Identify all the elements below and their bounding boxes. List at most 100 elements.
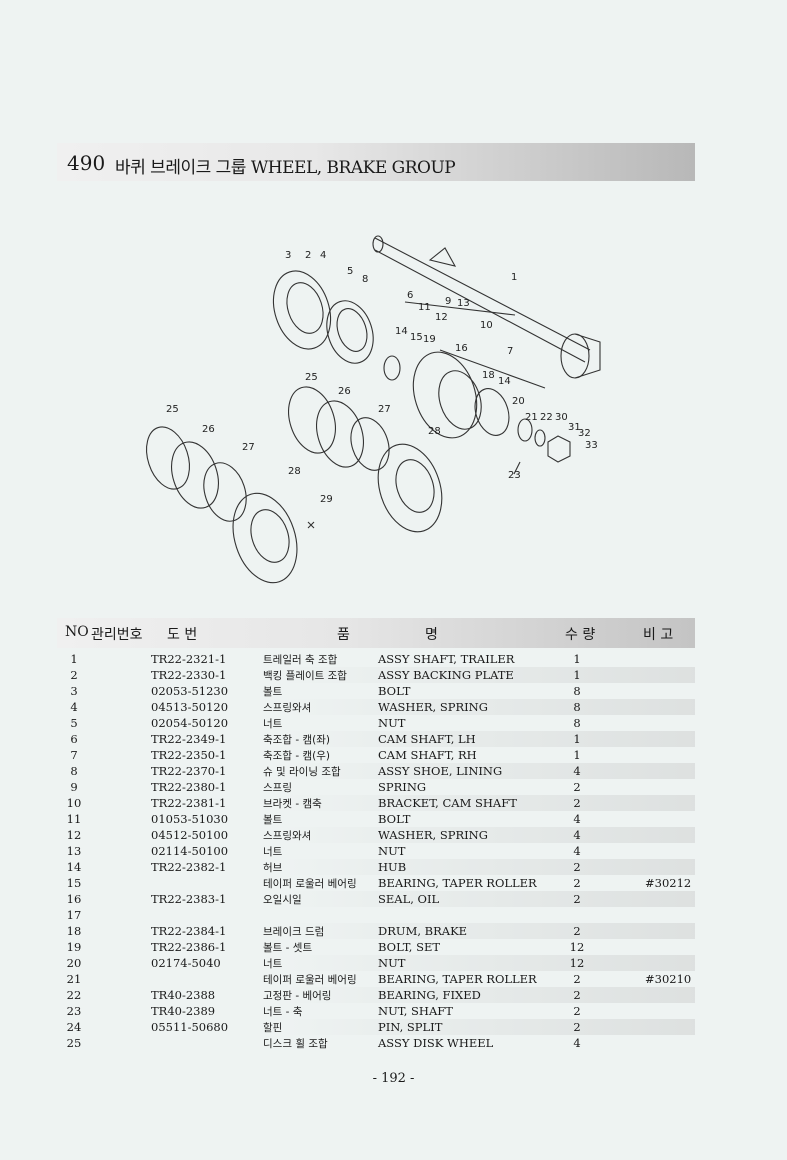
callout-27-rear: 27 bbox=[378, 404, 391, 415]
cell-no: 13 bbox=[66, 844, 82, 858]
cell-code: TR22-2381-1 bbox=[151, 796, 227, 810]
cell-kr: 너트 bbox=[263, 718, 283, 730]
callout-21: 20 bbox=[512, 396, 525, 407]
cell-no: 5 bbox=[70, 716, 78, 730]
cell-no: 6 bbox=[70, 732, 78, 746]
header-no: NO bbox=[65, 624, 89, 640]
cell-code: 04512-50100 bbox=[151, 828, 229, 842]
callout-12: 12 bbox=[435, 312, 448, 323]
callout-10: 10 bbox=[480, 320, 493, 331]
cell-code: 04513-50120 bbox=[151, 700, 229, 714]
cell-no: 22 bbox=[66, 988, 82, 1002]
cell-kr: 테이퍼 로울러 베어링 bbox=[263, 878, 357, 890]
cell-code: 01053-51030 bbox=[151, 812, 229, 826]
cell-kr: 너트 bbox=[263, 846, 283, 858]
diagram-drawing: 3 2 4 5 8 1 6 11 9 13 12 10 14 15 19 16 … bbox=[146, 235, 601, 584]
cell-en: PIN, SPLIT bbox=[378, 1020, 443, 1034]
cell-en: HUB bbox=[378, 860, 407, 874]
cell-en: NUT bbox=[378, 716, 406, 730]
callout-24: 23 bbox=[508, 470, 521, 481]
callout-6: 6 bbox=[407, 290, 413, 301]
table-row: 17 bbox=[57, 907, 695, 923]
cell-code: TR22-2349-1 bbox=[151, 732, 227, 746]
callout-27-front: 27 bbox=[242, 442, 255, 453]
cell-kr: 오일시일 bbox=[263, 894, 302, 906]
table-row: 6 TR22-2349-1 축조합 - 캠(좌) CAM SHAFT, LH 1 bbox=[57, 731, 695, 747]
cell-qty: 4 bbox=[573, 828, 581, 842]
section-number: 490 bbox=[67, 151, 106, 175]
cell-en: CAM SHAFT, LH bbox=[378, 732, 476, 746]
cell-en: BEARING, TAPER ROLLER bbox=[378, 876, 537, 890]
section-title: 바퀴 브레이크 그룹 WHEEL, BRAKE GROUP bbox=[115, 158, 456, 178]
cell-code: TR40-2389 bbox=[151, 1004, 216, 1018]
header-name-2: 명 bbox=[425, 627, 438, 643]
cell-code: TR22-2382-1 bbox=[151, 860, 227, 874]
callout-1: 1 bbox=[511, 272, 517, 283]
callout-13: 13 bbox=[457, 298, 470, 309]
cell-no: 18 bbox=[66, 924, 82, 938]
cell-en: CAM SHAFT, RH bbox=[378, 748, 477, 762]
cell-en: SPRING bbox=[378, 780, 427, 794]
callout-31: 31 bbox=[568, 422, 581, 433]
cell-no: 11 bbox=[66, 812, 82, 826]
cell-qty: 1 bbox=[573, 748, 581, 762]
cell-kr: 테이퍼 로울러 베어링 bbox=[263, 974, 357, 986]
cell-en: ASSY SHOE, LINING bbox=[378, 764, 503, 778]
cell-no: 7 bbox=[70, 748, 78, 762]
cell-en: DRUM, BRAKE bbox=[378, 924, 468, 938]
cell-qty: 2 bbox=[573, 1020, 581, 1034]
cell-code: 05511-50680 bbox=[151, 1020, 229, 1034]
cell-kr: 스프링와셔 bbox=[263, 702, 312, 714]
cell-kr: 트레일러 축 조합 bbox=[263, 654, 338, 666]
cell-no: 19 bbox=[66, 940, 82, 954]
callout-22: 21 bbox=[525, 412, 538, 423]
header-drawing-no: 도 번 bbox=[167, 627, 198, 643]
callout-25-rear: 25 bbox=[305, 372, 318, 383]
callout-4: 4 bbox=[320, 250, 326, 261]
cell-kr: 허브 bbox=[263, 862, 283, 874]
cell-en: NUT bbox=[378, 844, 406, 858]
cell-no: 20 bbox=[66, 956, 82, 970]
cell-no: 10 bbox=[66, 796, 82, 810]
callout-28-front: 28 bbox=[288, 466, 301, 477]
cell-qty: 8 bbox=[573, 700, 581, 714]
callout-14: 14 bbox=[498, 376, 511, 387]
callout-9: 9 bbox=[445, 296, 451, 307]
callout-18: 16 bbox=[455, 343, 468, 354]
callout-26-front: 26 bbox=[202, 424, 215, 435]
cell-kr: 디스크 휠 조합 bbox=[263, 1038, 328, 1050]
callout-11: 11 bbox=[418, 302, 431, 313]
cell-kr: 슈 및 라이닝 조합 bbox=[263, 766, 341, 778]
cell-kr: 너트 - 축 bbox=[263, 1006, 303, 1018]
cell-qty: 1 bbox=[573, 652, 581, 666]
cell-en: BEARING, TAPER ROLLER bbox=[378, 972, 537, 986]
cell-kr: 스프링 bbox=[263, 782, 292, 794]
callout-16: 14 bbox=[395, 326, 408, 337]
cell-kr: 할핀 bbox=[263, 1022, 283, 1034]
callout-25-front: 25 bbox=[166, 404, 179, 415]
cell-qty: 1 bbox=[573, 732, 581, 746]
cell-code: TR22-2321-1 bbox=[151, 652, 227, 666]
cell-qty: 4 bbox=[573, 812, 581, 826]
parts-table-header: NO 관리번호 도 번 품 명 수 량 비 고 bbox=[57, 618, 695, 648]
cell-qty: 2 bbox=[573, 988, 581, 1002]
callout-26-rear: 26 bbox=[338, 386, 351, 397]
cell-kr: 축조합 - 캠(좌) bbox=[263, 734, 330, 746]
cell-qty: 8 bbox=[573, 684, 581, 698]
cell-no: 25 bbox=[66, 1036, 82, 1050]
cell-qty: 2 bbox=[573, 860, 581, 874]
cell-qty: 12 bbox=[569, 956, 585, 970]
cell-no: 9 bbox=[70, 780, 78, 794]
callout-32: 32 bbox=[578, 428, 591, 439]
callout-29: 29 bbox=[320, 494, 333, 505]
